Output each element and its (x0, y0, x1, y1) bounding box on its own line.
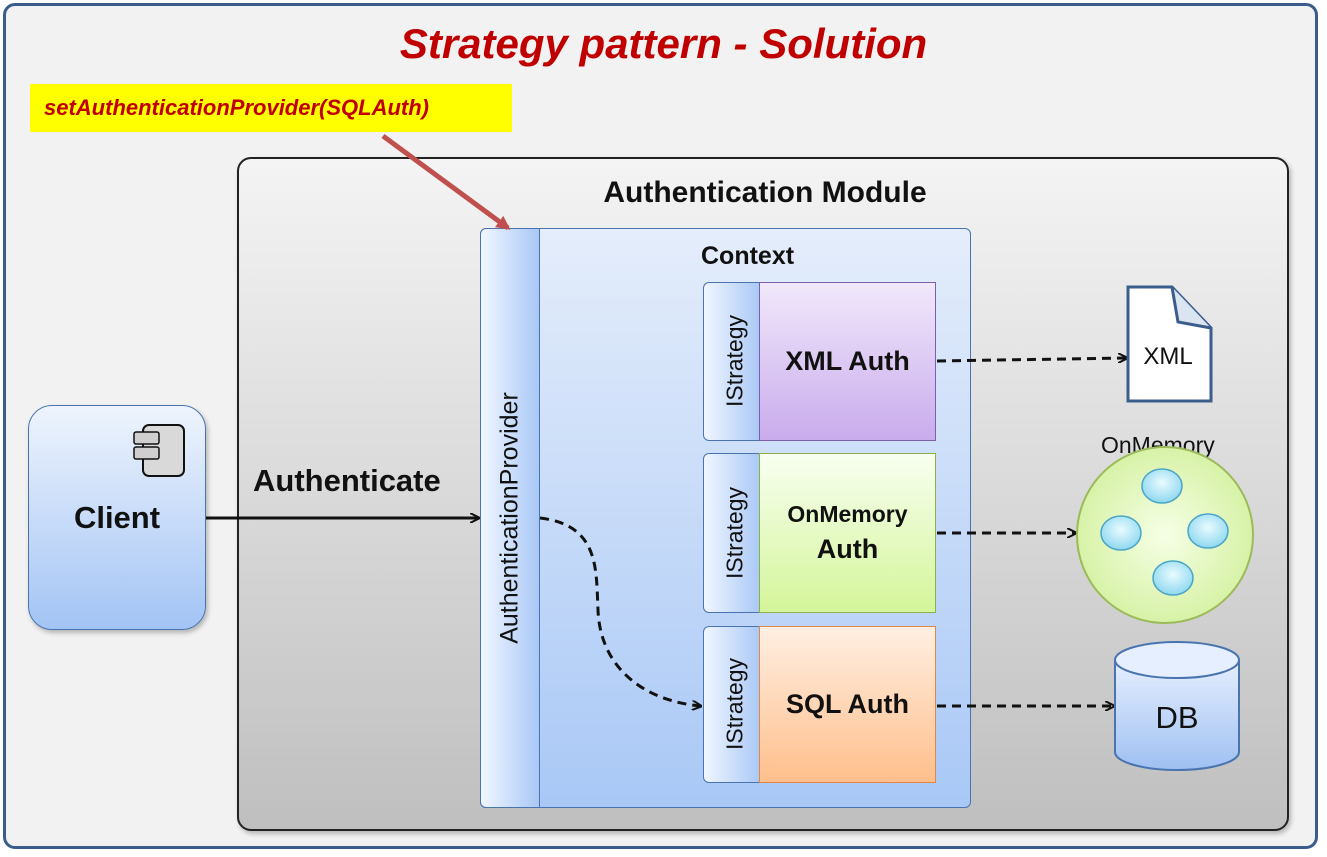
sql-auth-box: SQL Auth (759, 626, 936, 783)
component-icon (133, 424, 185, 477)
provider-to-sql-arrow (539, 516, 700, 706)
client-label: Client (73, 500, 161, 535)
xml-auth-to-xml-arrow (936, 358, 1126, 361)
authentication-provider-bar (480, 228, 540, 808)
xml-store-label: XML (1143, 343, 1193, 370)
istrategy-sql-bar (703, 626, 761, 783)
istrategy-xml-bar (703, 282, 761, 441)
onmemory-auth-label-line1: OnMemory (787, 501, 908, 527)
callout-arrow (381, 133, 511, 231)
diagram-title: Strategy pattern - Solution (399, 20, 928, 67)
onmemory-auth-box: OnMemory Auth (759, 453, 936, 613)
xml-document-icon (1126, 285, 1213, 403)
context-label: Context (701, 242, 795, 270)
xml-auth-box: XML Auth (759, 282, 936, 441)
callout-note: setAuthenticationProvider(SQLAuth) (30, 84, 512, 132)
onmemory-auth-label-line2: Auth (816, 534, 879, 564)
db-store-label: DB (1155, 700, 1199, 735)
authenticate-label: Authenticate (253, 463, 441, 498)
onmemory-store-icon (1076, 446, 1254, 624)
database-icon (1114, 641, 1240, 771)
xml-auth-label: XML Auth (785, 346, 910, 376)
sql-auth-label: SQL Auth (786, 689, 909, 719)
authentication-module-title: Authentication Module (603, 176, 927, 209)
